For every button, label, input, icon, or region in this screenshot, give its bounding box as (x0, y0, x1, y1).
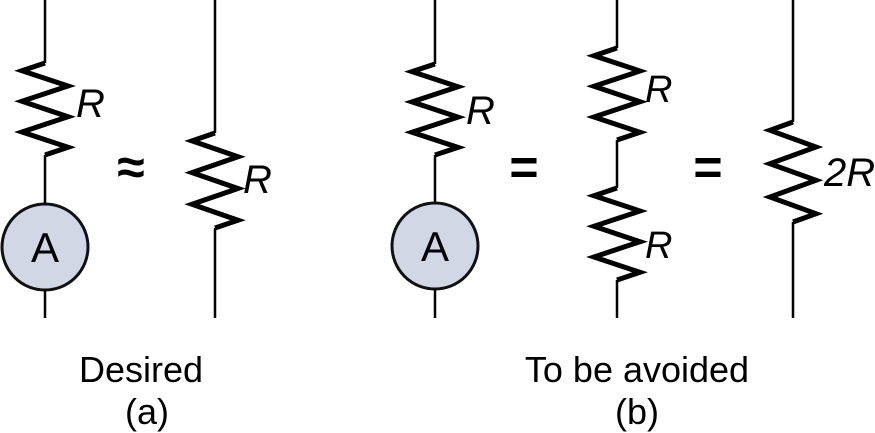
resistor-label: R (466, 89, 495, 133)
resistor-label: R (76, 82, 105, 126)
approx-symbol: ≈ (117, 139, 144, 195)
resistor-zigzag (184, 130, 246, 231)
equals-symbol: = (509, 139, 538, 195)
panel-a: A R ≈ R Desired (a) (0, 0, 272, 432)
panel-tag: (b) (615, 391, 659, 432)
resistor-zigzag (586, 185, 648, 283)
ammeter-label: A (31, 224, 59, 271)
panel-a-measured-branch: A R (0, 0, 105, 318)
resistor-zigzag (762, 119, 824, 225)
resistor-zigzag (404, 61, 466, 158)
panel-b-series-branch: R R (586, 0, 672, 318)
panel-tag: (a) (125, 391, 169, 432)
panel-a-equivalent-branch: R (184, 0, 272, 318)
resistor-zigzag (14, 60, 76, 158)
panel-caption: To be avoided (525, 349, 749, 390)
resistor-zigzag (586, 45, 648, 143)
panel-b-equivalent-branch: 2R (762, 0, 875, 318)
panel-b: A R = R R = 2R (390, 0, 875, 432)
panel-b-measured-branch: A R (390, 0, 495, 318)
resistor-label: R (645, 225, 672, 267)
resistor-label: 2R (823, 151, 875, 195)
equals-symbol: = (693, 139, 722, 195)
ammeter-label: A (421, 223, 449, 270)
resistor-label: R (243, 158, 272, 202)
panel-caption: Desired (79, 349, 203, 390)
resistor-label: R (645, 69, 672, 111)
